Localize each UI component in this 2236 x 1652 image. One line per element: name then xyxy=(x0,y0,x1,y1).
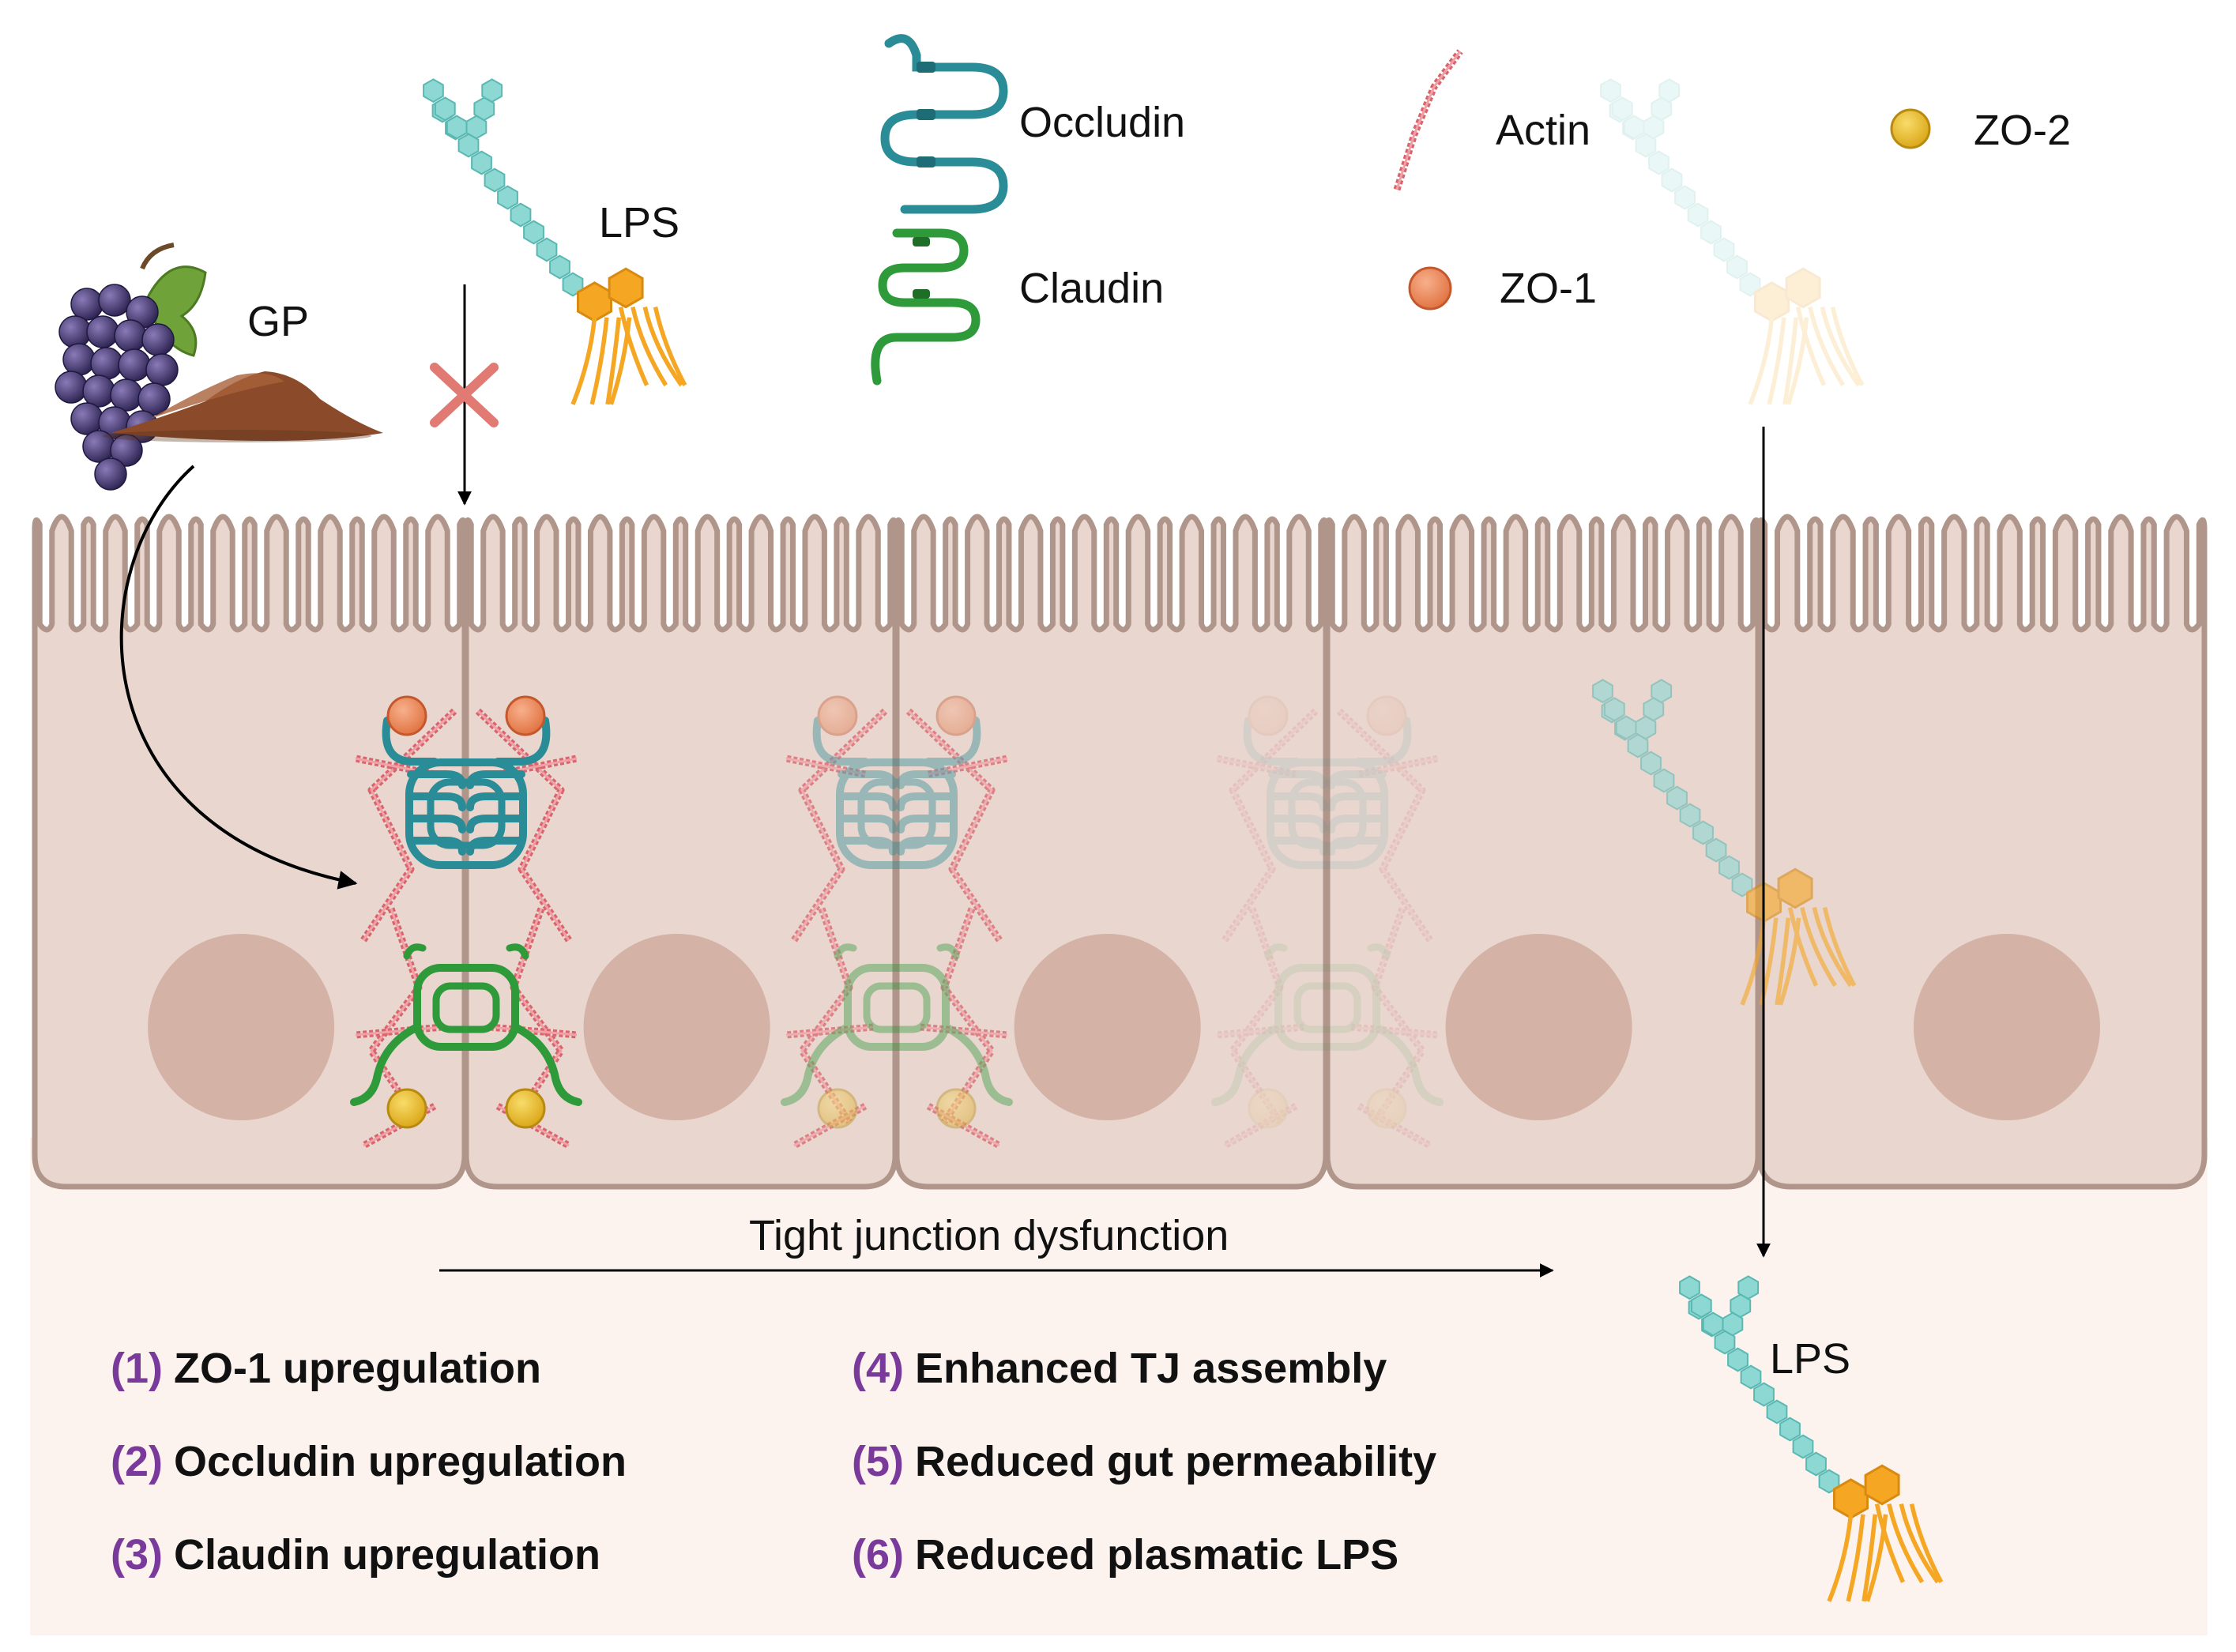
actin-filament xyxy=(1350,1023,1439,1039)
actin-filament xyxy=(785,1023,874,1039)
actin-filament xyxy=(791,708,888,943)
gp-curved-arrow xyxy=(119,465,358,890)
zo1-protein xyxy=(505,695,546,736)
powder-icon xyxy=(103,371,383,442)
epithelial-cell xyxy=(32,514,468,1190)
occludin-label: Occludin xyxy=(1019,99,1185,146)
actin-filament xyxy=(1336,708,1433,943)
zo2-protein xyxy=(505,1088,546,1129)
nucleus xyxy=(1014,934,1201,1120)
lps-molecules xyxy=(423,78,1944,1602)
zo2-protein xyxy=(1248,1088,1289,1129)
actin-filament xyxy=(1358,755,1439,778)
actin-filament xyxy=(940,907,996,1124)
actin-filament xyxy=(475,708,572,943)
zo2-label: ZO-2 xyxy=(1974,107,2071,154)
gp-label: GP xyxy=(247,298,309,345)
finding-5: (5)Reduced gut permeability xyxy=(852,1438,1436,1485)
zo1-protein xyxy=(935,695,977,736)
zo2-legend-icon xyxy=(1890,108,1931,149)
lps-top-label: LPS xyxy=(599,199,679,246)
nucleus xyxy=(1914,934,2100,1120)
actin-filament xyxy=(785,755,866,778)
zo2-protein xyxy=(1366,1088,1407,1129)
tight-junctions xyxy=(350,695,1444,1149)
finding-6: (6)Reduced plasmatic LPS xyxy=(852,1531,1398,1579)
tight-junction-label: Tight junction dysfunction xyxy=(749,1212,1229,1259)
actin-filament xyxy=(1216,755,1297,778)
nucleus xyxy=(1445,934,1632,1120)
actin-filament xyxy=(920,1023,1008,1039)
lps-molecule xyxy=(1600,78,1865,405)
epithelial-cell xyxy=(894,514,1329,1190)
actin-filament xyxy=(928,755,1008,778)
actin-label: Actin xyxy=(1496,107,1590,154)
zo1-label: ZO-1 xyxy=(1500,265,1597,312)
actin-filament xyxy=(367,907,423,1124)
zo1-protein xyxy=(386,695,427,736)
finding-2: (2)Occludin upregulation xyxy=(111,1438,627,1485)
nucleus xyxy=(148,934,335,1120)
epithelial-cell xyxy=(463,514,898,1190)
actin-filament xyxy=(1393,49,1463,191)
finding-4: (4)Enhanced TJ assembly xyxy=(852,1345,1387,1392)
zo2-protein xyxy=(386,1088,427,1129)
actin-legend-icon xyxy=(1393,49,1463,191)
zo1-protein xyxy=(817,695,858,736)
zo2-protein xyxy=(817,1088,858,1129)
actin-filament xyxy=(355,1023,443,1039)
actin-filament xyxy=(905,708,1003,943)
actin-filament xyxy=(1222,708,1319,943)
findings-list: (1)ZO-1 upregulation (2)Occludin upregul… xyxy=(111,1345,1436,1579)
epithelium xyxy=(32,514,2208,1190)
zo1-legend-icon xyxy=(1408,266,1452,310)
grape-icon xyxy=(55,243,207,491)
actin-filament xyxy=(1371,907,1426,1124)
claudin-label: Claudin xyxy=(1019,265,1164,312)
actin-filament xyxy=(510,907,565,1124)
lps-bottom-label: LPS xyxy=(1770,1335,1850,1383)
lps-molecule xyxy=(1679,1275,1944,1602)
junction-complex xyxy=(1211,695,1444,1149)
actin-filament xyxy=(1229,907,1284,1124)
zo1-protein xyxy=(1248,695,1289,736)
zo2-protein xyxy=(935,1088,977,1129)
actin-filament xyxy=(1216,1023,1304,1039)
epithelial-cell xyxy=(1324,514,1761,1190)
actin-filament xyxy=(489,1023,578,1039)
occludin-legend-icon xyxy=(880,34,1008,214)
finding-1: (1)ZO-1 upregulation xyxy=(111,1345,541,1392)
zo1-protein xyxy=(1366,695,1407,736)
nucleus xyxy=(583,934,770,1120)
finding-3: (3)Claudin upregulation xyxy=(111,1531,600,1579)
lps-molecule xyxy=(1592,679,1857,1006)
junction-complex xyxy=(350,695,582,1149)
cross-icon xyxy=(430,363,499,427)
actin-filament xyxy=(798,907,853,1124)
claudin-legend-icon xyxy=(871,228,981,386)
lps-molecule xyxy=(423,78,687,405)
junction-complex xyxy=(781,695,1013,1149)
actin-filament xyxy=(360,708,457,943)
